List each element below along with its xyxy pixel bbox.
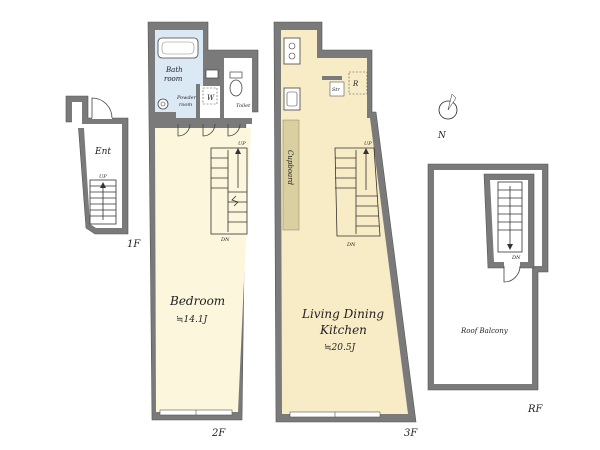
stove-burner-icon (288, 42, 296, 50)
compass-ring (438, 100, 458, 120)
ldk-label-line2: Kitchen (319, 323, 367, 337)
bath-room-label-line1: Bath (165, 66, 183, 74)
ldk-floor (281, 118, 408, 414)
compass: N (437, 93, 458, 141)
floor-2f: UP DN Bath room Powder room W Toilet Bed… (147, 21, 259, 439)
washroom-door[interactable] (202, 123, 216, 137)
powder-room-label-line2: room (179, 102, 192, 108)
powder-room-label-line1: Powder (176, 95, 197, 101)
stair-1f-up-label: UP (99, 174, 107, 180)
ldk-window (289, 411, 381, 418)
stair-3f-up-label: UP (364, 141, 372, 147)
floor-1f-interior (72, 102, 122, 228)
bedroom-label: Bedroom (169, 294, 225, 308)
partition-wall-1 (196, 84, 200, 118)
ldk-size-label: ≒20.5J (324, 343, 357, 353)
sink-counter-icon (205, 69, 219, 79)
compass-north-label: N (437, 131, 447, 141)
stair-3f-dn-label: DN (346, 242, 356, 248)
partition-wall-2 (220, 58, 224, 118)
floor-2f-label: 2F (211, 428, 226, 439)
powder-room-floor (176, 86, 196, 118)
fridge-space (348, 71, 368, 95)
toilet-door[interactable] (227, 123, 241, 137)
toilet-label: Toilet (236, 103, 251, 109)
stair-rf (497, 181, 523, 253)
bath-door[interactable] (177, 123, 191, 137)
floor-3f-label: 3F (404, 428, 418, 439)
stair-rf-dn-label: DN (511, 255, 521, 261)
ent-label: Ent (94, 147, 111, 157)
floor-1f: Ent UP 1F (65, 95, 141, 250)
stair-penthouse-interior (490, 180, 528, 262)
floor-1f-label: 1F (127, 239, 141, 250)
stove-burner-icon-2 (288, 52, 296, 60)
storage-space (329, 81, 345, 97)
floor-rf: DN Roof Balcony RF (427, 163, 549, 415)
cupboard-label: Cupboard (286, 150, 294, 186)
bedroom-window (159, 409, 233, 416)
entrance-door[interactable] (91, 97, 113, 119)
stair-2f-dn-label: DN (220, 237, 230, 243)
floor-3f: UP DN R Str Cupboard Living Dining Kitch… (273, 21, 418, 439)
roof-door[interactable] (503, 262, 521, 283)
stair-1f (89, 179, 117, 225)
washer-label: W (207, 94, 215, 102)
compass-arrow-half-icon (447, 93, 457, 111)
stair-2f-up-label: UP (238, 141, 246, 147)
stair-3f (334, 147, 381, 237)
ldk-label-line1: Living Dining (301, 307, 384, 321)
storage-wall (322, 76, 342, 80)
bedroom-floor (155, 128, 251, 412)
fridge-label: R (352, 80, 359, 88)
bathtub-icon (157, 37, 199, 59)
bath-room-label-line2: room (164, 75, 183, 83)
storage-label: Str (332, 87, 340, 93)
wash-basin-icon (157, 98, 169, 110)
toilet-icon (229, 71, 243, 97)
roof-balcony-label: Roof Balcony (460, 327, 509, 335)
washer-space (202, 87, 218, 105)
washroom-floor (200, 86, 220, 118)
bedroom-size-label: ≒14.1J (176, 315, 209, 325)
kitchen-sink-icon (283, 87, 301, 111)
floor-rf-label: RF (527, 404, 544, 415)
cupboard (282, 119, 300, 231)
stair-2f (210, 147, 248, 235)
bath-partition-wall (155, 118, 252, 124)
kitchen-counter (283, 37, 301, 65)
